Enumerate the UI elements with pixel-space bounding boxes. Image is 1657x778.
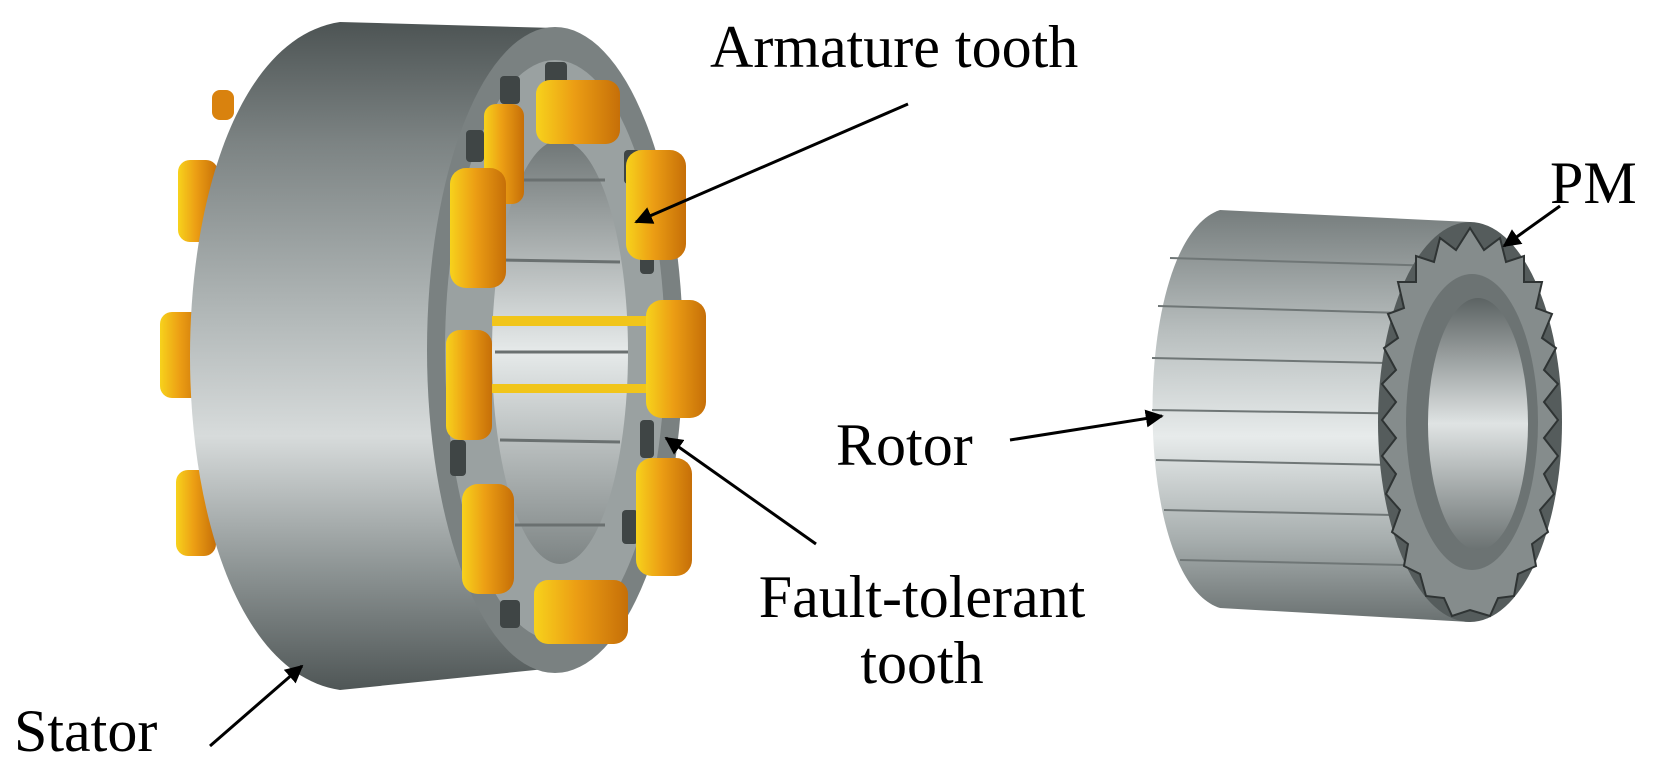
rotor-bore (1428, 298, 1528, 550)
label-pm: PM (1550, 150, 1637, 216)
stator-coil (450, 168, 506, 288)
stator-coil (212, 90, 234, 120)
stator-front-coils (446, 80, 706, 644)
arrow-rotor (1009, 409, 1164, 442)
stator (160, 22, 706, 690)
stator-coil (462, 484, 514, 594)
label-fault-tolerant-line2: tooth (860, 630, 984, 696)
stator-bore-teeth (495, 178, 628, 527)
arrow-stator (209, 664, 304, 748)
arrow-pm (1502, 204, 1561, 248)
label-rotor: Rotor (836, 412, 973, 478)
label-stator: Stator (14, 698, 158, 764)
stator-coil (492, 316, 652, 326)
rotor (1151, 210, 1562, 622)
stator-coil (536, 80, 620, 144)
label-armature-tooth: Armature tooth (710, 14, 1079, 80)
stator-coil (636, 458, 692, 576)
stator-coil (626, 150, 686, 260)
stator-coil (446, 330, 492, 440)
stator-coil (534, 580, 628, 644)
stator-coil (646, 300, 706, 418)
leader-arrows (209, 102, 1561, 748)
label-fault-tolerant-tooth: Fault-tolerant tooth (722, 564, 1122, 696)
stator-coil (492, 384, 652, 393)
arrow-armature-tooth (634, 102, 909, 224)
label-fault-tolerant-line1: Fault-tolerant (758, 564, 1086, 630)
arrow-fault-tolerant-tooth (664, 436, 817, 546)
